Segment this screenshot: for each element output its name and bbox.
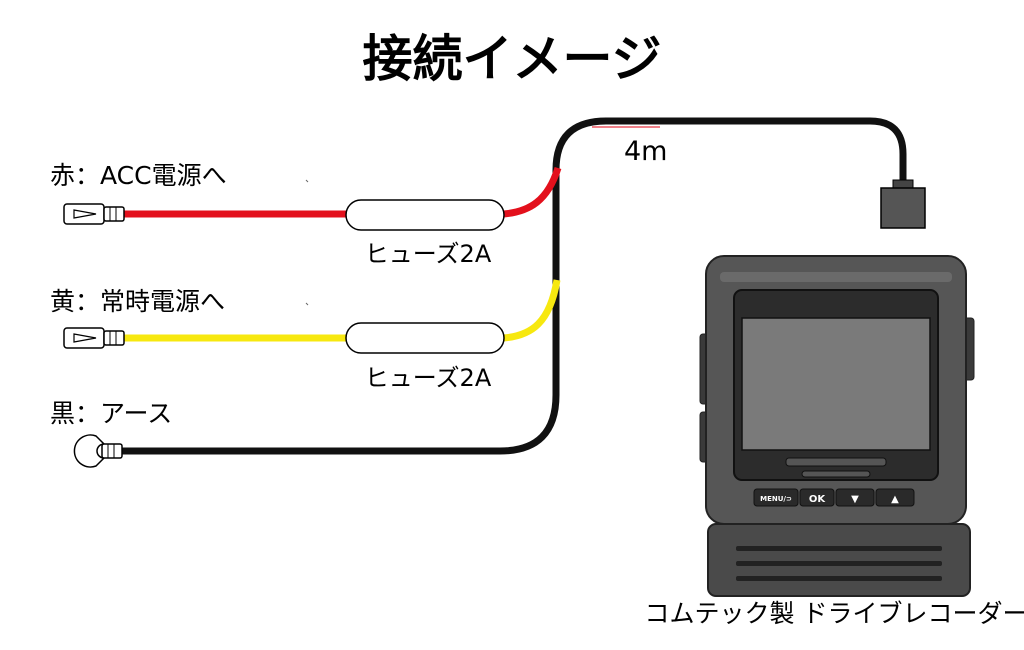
yellow-wire-to-junction	[502, 279, 561, 342]
recorder-mount	[707, 523, 971, 597]
fuse-red	[345, 199, 505, 231]
fuse-yellow	[345, 322, 505, 354]
menu-button[interactable]	[753, 488, 799, 507]
device-plug	[880, 179, 926, 229]
fuse-red-label: ヒューズ2A	[365, 240, 492, 268]
cable-length-label: 4m	[624, 136, 667, 167]
ok-button[interactable]	[799, 488, 835, 507]
ok-button-label: OK	[809, 494, 827, 505]
up-button[interactable]	[875, 488, 915, 507]
up-arrow-icon: ▲	[891, 494, 899, 505]
drive-recorder: MENU/⊃ OK ▼ ▲	[699, 255, 975, 597]
down-arrow-icon: ▼	[851, 494, 859, 505]
menu-button-label: MENU/⊃	[760, 495, 792, 503]
stray-mark	[305, 302, 309, 306]
red-wire-to-junction	[502, 166, 562, 218]
spade-terminal-yellow	[63, 327, 125, 349]
yellow-wire-label: 黄：常時電源へ	[50, 287, 225, 316]
main-cable	[116, 117, 907, 455]
spade-terminal-red	[63, 203, 125, 225]
page-title: 接続イメージ	[363, 30, 662, 88]
device-caption: コムテック製 ドライブレコーダー	[645, 599, 1024, 628]
fuse-yellow-label: ヒューズ2A	[365, 364, 492, 392]
red-wire-label: 赤：ACC電源へ	[50, 161, 227, 190]
black-wire-label: 黒：アース	[50, 399, 172, 428]
recorder-screen	[741, 317, 931, 451]
down-button[interactable]	[835, 488, 875, 507]
stray-mark	[305, 179, 309, 183]
ground-terminal	[73, 434, 123, 468]
